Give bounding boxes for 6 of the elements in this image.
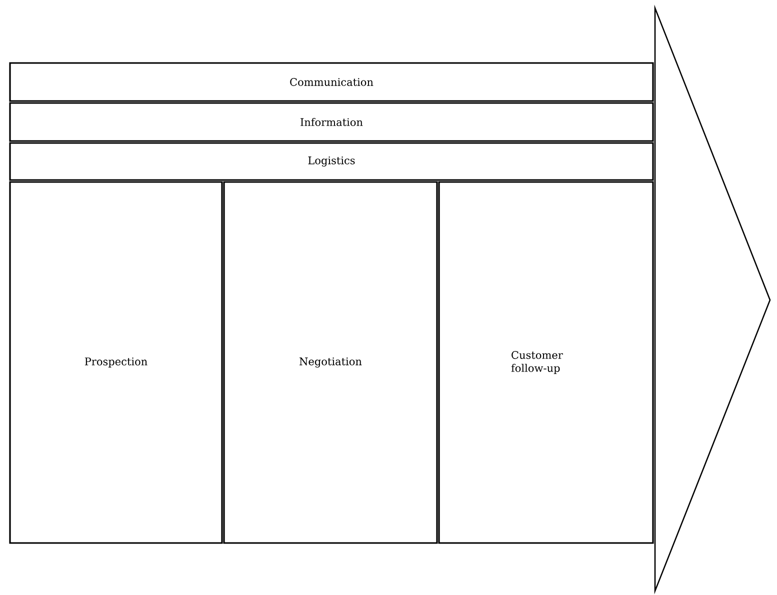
column-box: Prospection <box>9 181 223 544</box>
band-box: Communication <box>9 62 654 102</box>
column-box: Negotiation <box>223 181 438 544</box>
band-box: Information <box>9 102 654 142</box>
band-box: Logistics <box>9 142 654 181</box>
column-box: Customer follow-up <box>438 181 654 544</box>
